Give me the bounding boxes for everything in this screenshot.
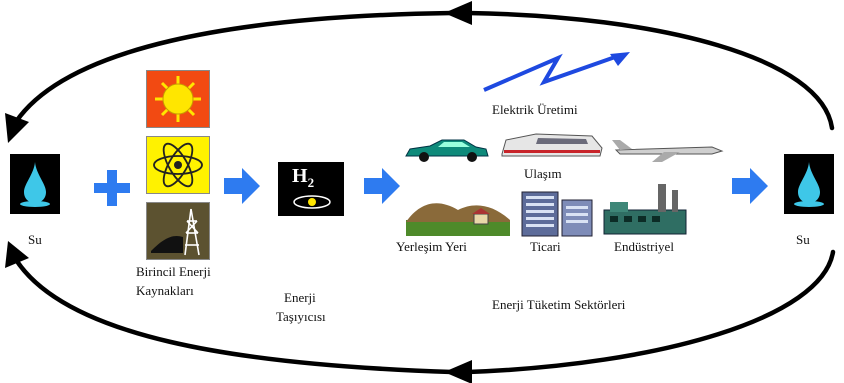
train-icon xyxy=(501,133,603,157)
carrier-label-2: Taşıyıcısı xyxy=(276,309,326,324)
left-water-label: Su xyxy=(28,232,42,247)
hydrogen-symbol-h: H xyxy=(292,165,308,187)
consumption-sectors-caption: Enerji Tüketim Sektörleri xyxy=(492,297,626,312)
atom-tile xyxy=(146,136,210,194)
electricity-label: Elektrik Üretimi xyxy=(492,102,578,117)
transport-label: Ulaşım xyxy=(524,166,562,181)
bottom-cycle-arc-left xyxy=(9,250,455,375)
flow-arrow-icon xyxy=(732,168,768,204)
top-cycle-arc-right xyxy=(465,10,835,131)
flow-arrow-icon xyxy=(224,168,260,204)
top-arrowhead-icon xyxy=(444,1,472,25)
bottom-arrowhead-icon xyxy=(444,360,472,383)
car-icon xyxy=(405,139,489,162)
residential-label: Yerleşim Yeri xyxy=(396,239,467,254)
commercial-label: Ticari xyxy=(530,239,561,254)
left-water-tile xyxy=(10,154,60,214)
flow-arrow-icon xyxy=(364,168,400,204)
industrial-label: Endüstriyel xyxy=(614,239,674,254)
hydrogen-symbol: H2 xyxy=(292,165,314,191)
top-left-arrowhead-icon xyxy=(5,113,29,143)
sun-icon xyxy=(155,76,201,122)
water-drop-icon xyxy=(20,162,50,207)
primary-sources-label-1: Birincil Enerji xyxy=(136,264,211,279)
commercial-building-icon xyxy=(521,191,593,237)
hydrogen-carrier-tile: H2 xyxy=(278,162,344,216)
oil-rig-icon xyxy=(151,208,200,256)
primary-sources-label-2: Kaynakları xyxy=(136,283,194,298)
oil-tile xyxy=(146,202,210,260)
bottom-cycle-arc-right xyxy=(465,249,836,375)
carrier-label-1: Enerji xyxy=(284,290,316,305)
right-water-tile xyxy=(784,154,834,214)
industrial-factory-icon xyxy=(603,184,687,235)
sun-tile xyxy=(146,70,210,128)
water-drop-icon xyxy=(794,162,824,207)
right-water-label: Su xyxy=(796,232,810,247)
residential-landscape-icon xyxy=(406,203,510,236)
plus-icon xyxy=(94,170,130,206)
hydrogen-symbol-subscript: 2 xyxy=(307,175,315,190)
atom-icon xyxy=(153,142,203,188)
hydrogen-flame-icon xyxy=(293,195,331,209)
lightning-bolt-icon xyxy=(483,52,630,92)
airplane-icon xyxy=(612,140,724,162)
bottom-left-arrowhead-icon xyxy=(5,241,29,268)
top-cycle-arc-left xyxy=(9,10,455,131)
